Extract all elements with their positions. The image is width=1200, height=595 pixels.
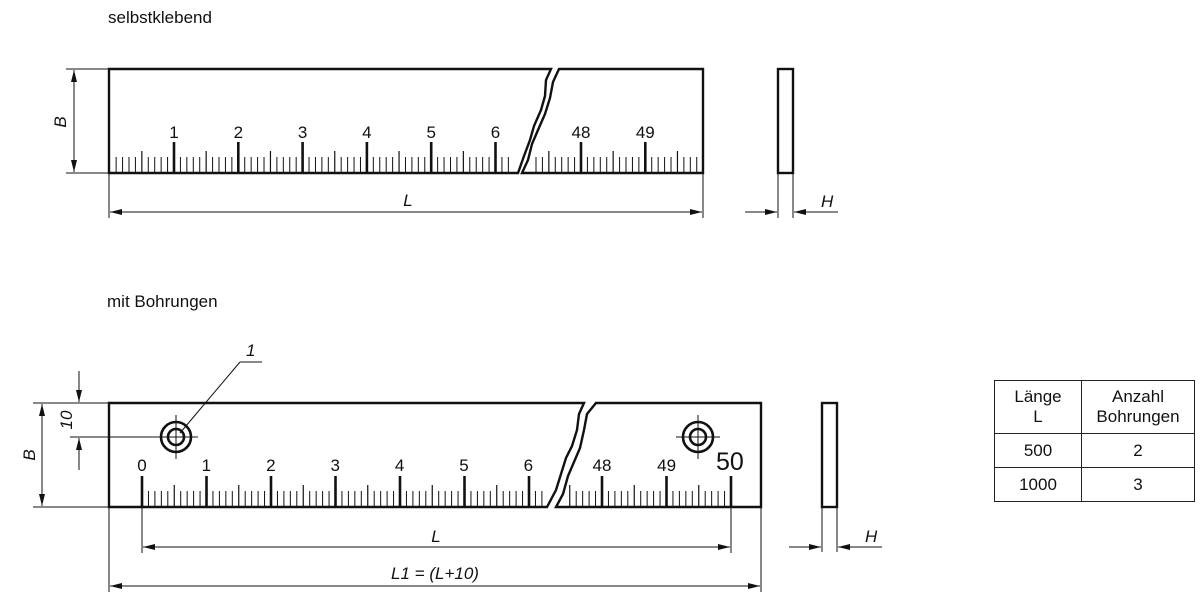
callout-1: 1 <box>179 341 262 434</box>
table-header-row: Länge L Anzahl Bohrungen <box>994 380 1195 434</box>
svg-text:6: 6 <box>524 456 533 475</box>
table-row: 500 2 <box>994 433 1195 468</box>
dimension-label-b-bottom: B <box>20 449 39 460</box>
svg-text:1: 1 <box>169 123 178 142</box>
svg-text:49: 49 <box>657 456 676 475</box>
dimension-label-l1: L1 = (L+10) <box>391 564 479 583</box>
ruler-numbers: 0 1 2 3 4 5 6 48 49 <box>137 456 676 475</box>
svg-text:49: 49 <box>636 123 655 142</box>
table-cell: 500 <box>994 433 1082 468</box>
ruler-ticks <box>115 142 698 172</box>
table-header-length: Länge L <box>994 380 1082 434</box>
svg-text:48: 48 <box>593 456 612 475</box>
svg-text:4: 4 <box>395 456 404 475</box>
section-title-self-adhesive: selbstklebend <box>108 8 212 27</box>
dimension-length-l: L <box>108 173 704 218</box>
header-line: Bohrungen <box>1096 407 1180 426</box>
svg-text:3: 3 <box>298 123 307 142</box>
dimension-total-length-l1: L1 = (L+10) <box>108 507 762 592</box>
svg-text:1: 1 <box>202 456 211 475</box>
dimension-label-h-bottom: H <box>865 527 878 546</box>
section-title-with-holes: mit Bohrungen <box>107 292 218 311</box>
svg-text:6: 6 <box>491 123 500 142</box>
table-header-holes: Anzahl Bohrungen <box>1081 380 1195 434</box>
dimension-length-l-bottom: L <box>141 507 732 553</box>
svg-text:3: 3 <box>330 456 339 475</box>
ruler-self-adhesive: 1 2 3 4 5 6 48 49 <box>107 67 705 175</box>
dimension-hole-offset: 10 <box>57 371 160 470</box>
mounting-hole-right <box>676 415 720 459</box>
table-cell: 3 <box>1081 467 1195 502</box>
svg-text:5: 5 <box>426 123 435 142</box>
table-cell: 2 <box>1081 433 1195 468</box>
dimension-label-b: B <box>51 116 70 127</box>
ruler-with-holes: 0 1 2 3 4 5 6 48 49 50 <box>107 401 763 509</box>
dimension-label-l-bottom: L <box>431 527 440 546</box>
mounting-hole-left <box>154 415 198 459</box>
svg-text:5: 5 <box>459 456 468 475</box>
svg-text:48: 48 <box>572 123 591 142</box>
header-line: Anzahl <box>1112 387 1164 406</box>
ruler-end-label: 50 <box>716 448 744 476</box>
dimension-label-10: 10 <box>57 410 76 429</box>
dimension-width-b-bottom: B <box>20 402 109 508</box>
svg-text:0: 0 <box>137 456 146 475</box>
header-line: Länge <box>1014 387 1062 406</box>
side-view-with-holes: H <box>789 401 882 552</box>
table-row: 1000 3 <box>994 467 1195 502</box>
callout-label: 1 <box>246 341 255 360</box>
ruler-ticks <box>140 476 733 506</box>
dimension-width-b: B <box>51 68 109 174</box>
svg-text:4: 4 <box>362 123 371 142</box>
svg-text:2: 2 <box>234 123 243 142</box>
side-view-self-adhesive: H <box>745 67 838 218</box>
table-cell: 1000 <box>994 467 1082 502</box>
ruler-numbers: 1 2 3 4 5 6 48 49 <box>169 123 654 142</box>
header-line: L <box>1033 407 1043 426</box>
holes-table: Länge L Anzahl Bohrungen 500 2 1000 3 <box>994 380 1195 502</box>
dimension-label-l: L <box>403 191 412 210</box>
svg-text:2: 2 <box>266 456 275 475</box>
dimension-label-h: H <box>821 192 834 211</box>
